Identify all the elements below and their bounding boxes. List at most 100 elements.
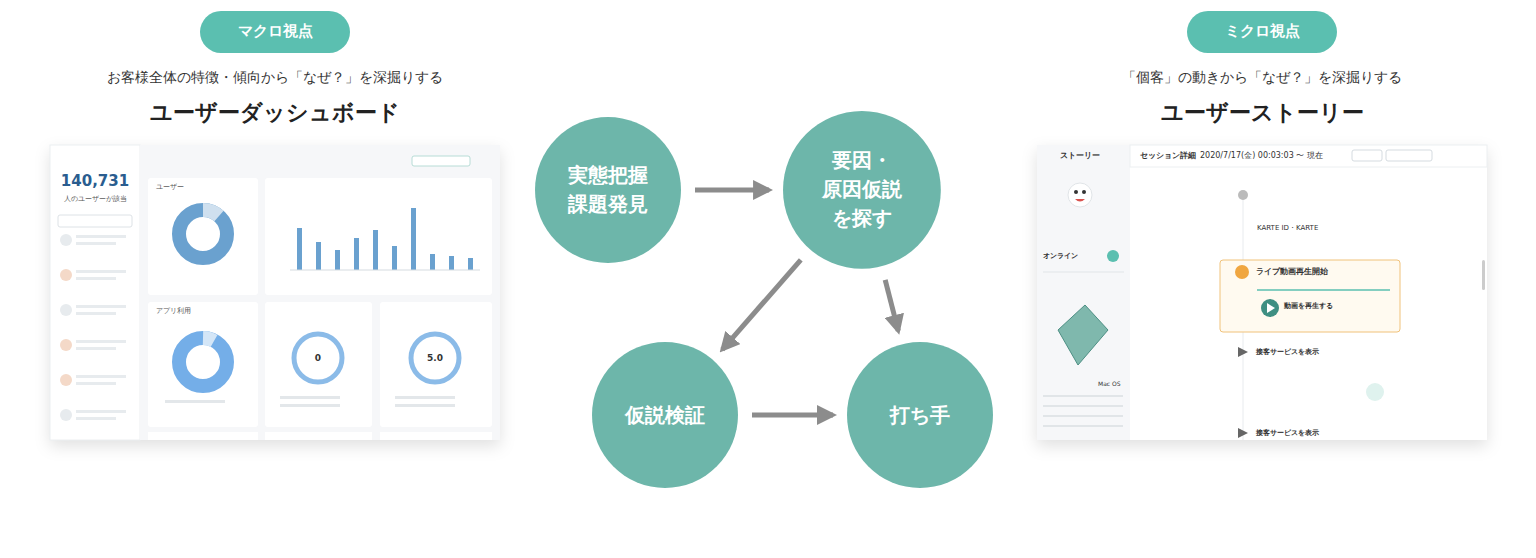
- shape-fill: [847, 342, 993, 488]
- node-text: 打ち手: [890, 401, 950, 430]
- illustration-part: [165, 400, 225, 403]
- illustration-part: [294, 334, 342, 382]
- illustration-part: [60, 374, 72, 386]
- illustration-part: [60, 304, 72, 316]
- screen-text: KARTE ID・KARTE: [1257, 224, 1318, 232]
- illustration-part: [1082, 190, 1086, 194]
- illustration-part: [148, 302, 258, 427]
- story-screenshot: [1037, 145, 1487, 440]
- illustration-part: [1037, 145, 1130, 440]
- illustration-part: [60, 234, 72, 246]
- illustration-part: [1238, 428, 1248, 438]
- illustration-part: [76, 417, 116, 420]
- illustration-part: [58, 215, 132, 227]
- illustration-part: [50, 145, 500, 440]
- section-title: ユーザーストーリー: [1161, 100, 1364, 126]
- illustration-part: [203, 338, 214, 341]
- illustration-part: [280, 404, 340, 407]
- illustration-part: [203, 210, 219, 216]
- illustration-part: [280, 396, 340, 399]
- screen-text: 人のユーザーが該当: [64, 195, 127, 203]
- node-text: 実態把握 課題発見: [552, 161, 664, 219]
- illustration-part: [1220, 260, 1400, 332]
- screen-text: Mac OS: [1098, 380, 1121, 387]
- illustration-part: [60, 409, 72, 421]
- illustration-part: [76, 242, 116, 245]
- illustration-part: [430, 254, 435, 270]
- illustration-part: [76, 277, 116, 280]
- illustration-part: [1043, 425, 1123, 427]
- user-count: 140,731: [61, 172, 129, 190]
- node-text: マクロ視点: [238, 21, 313, 43]
- illustration-part: [148, 178, 258, 295]
- illustration-part: [76, 375, 126, 378]
- screen-text: ユーザー: [156, 183, 184, 191]
- illustration-part: [412, 156, 470, 166]
- shape-fill: [200, 11, 350, 53]
- shape-fill: [1187, 11, 1337, 53]
- illustration-part: [265, 432, 372, 440]
- illustration-part: [395, 396, 455, 399]
- illustration-part: [76, 347, 116, 350]
- illustration-part: [179, 338, 227, 386]
- illustration-part: [76, 410, 126, 413]
- illustration-part: [1482, 260, 1485, 290]
- node-text: ミクロ視点: [1225, 21, 1300, 43]
- illustration-part: [165, 396, 455, 407]
- illustration-part: [148, 432, 258, 440]
- screen-text: 2020/7/17(金) 00:03:03 〜 現在: [1200, 151, 1323, 161]
- illustration-part: [76, 270, 126, 273]
- illustration-part: [1238, 190, 1248, 200]
- illustration-part: [392, 246, 397, 270]
- illustration-part: [297, 228, 302, 270]
- illustration-part: [1037, 145, 1487, 440]
- process-circle: 打ち手: [847, 342, 993, 488]
- flow-arrow: [752, 413, 833, 418]
- illustration-part: [179, 210, 227, 258]
- illustration-part: [1043, 395, 1123, 427]
- shape-fill: [592, 342, 738, 488]
- illustration-part: [411, 208, 416, 270]
- subtitle: 「個客」の動きから「なぜ？」を深掘りする: [1122, 69, 1402, 86]
- illustration-part: [1058, 305, 1108, 365]
- flow-arrow: [885, 280, 898, 331]
- screen-text: セッション詳細: [1140, 151, 1196, 161]
- view-pill: マクロ視点: [200, 11, 350, 53]
- illustration-part: [1261, 299, 1279, 317]
- illustration-part: [76, 382, 116, 385]
- screen-text: 5.0: [427, 353, 443, 364]
- illustration-part: [354, 238, 359, 270]
- illustration-part: [373, 230, 378, 270]
- illustration-part: [76, 235, 126, 238]
- illustration-part: [1235, 265, 1249, 279]
- illustration-part: [148, 152, 492, 170]
- screen-text: ストーリー: [1060, 151, 1100, 161]
- illustration-part: [1075, 199, 1085, 202]
- illustration-part: [265, 302, 372, 427]
- illustration-part: [411, 334, 459, 382]
- illustration-part: [1352, 150, 1382, 161]
- illustration-part: [1238, 347, 1248, 357]
- circle-shape: [535, 117, 681, 263]
- illustration-part: [1043, 395, 1123, 397]
- illustration-part: [265, 178, 492, 295]
- illustration-part: [1043, 405, 1123, 407]
- illustration-part: [1366, 383, 1384, 401]
- illustration-part: [76, 312, 116, 315]
- screen-text: 動画を再生する: [1284, 302, 1333, 310]
- illustration-part: [468, 258, 473, 270]
- screen-text: アプリ利用: [156, 307, 191, 315]
- node-text: 仮説検証: [625, 401, 705, 430]
- screen-text: オンライン: [1043, 252, 1078, 260]
- illustration-part: [316, 242, 321, 270]
- process-circle: 要因・ 原因仮説 を探す: [783, 111, 941, 269]
- screen-text: 0: [315, 353, 321, 364]
- illustration-part: [380, 302, 492, 427]
- illustration-part: [50, 145, 140, 440]
- dashboard-screenshot: [50, 145, 500, 440]
- illustration-part: [60, 234, 126, 421]
- screen-text: 接客サービスを表示: [1256, 429, 1319, 437]
- process-circle: 仮説検証: [592, 342, 738, 488]
- illustration-part: [140, 145, 500, 440]
